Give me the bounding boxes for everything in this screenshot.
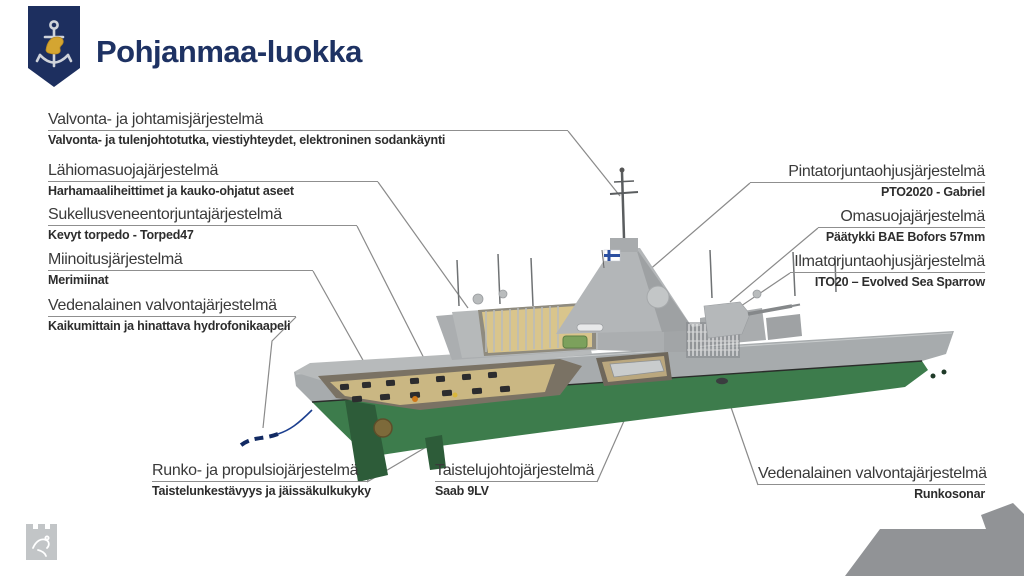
label-miinoitusjarjestelma: Miinoitusjärjestelmä Merimiinat: [48, 250, 313, 288]
rudder: [425, 435, 446, 470]
radome: [646, 285, 670, 309]
boat: [609, 359, 665, 378]
boat-bay-cutaway: [596, 352, 672, 386]
mine-deck-cutaway: [318, 359, 582, 410]
hull-sonar: [716, 377, 728, 385]
label-taistelujohtojarjestelma: Taistelujohtojärjestelmä Saab 9LV: [435, 461, 597, 499]
system-title: Vedenalainen valvontajärjestelmä: [758, 464, 987, 485]
label-pintatorjuntaohjusjarjestelma: Pintatorjuntaohjusjärjestelmä PTO2020 - …: [750, 162, 985, 200]
propeller: [373, 418, 393, 438]
towed-hydrophone-cable: [238, 409, 313, 448]
leader-pintatorjunta: [639, 182, 751, 279]
forward-arrow-banner: [845, 503, 1024, 576]
label-runko-ja-propulsiojarjestelma: Runko- ja propulsiojärjestelmä Taistelun…: [152, 461, 371, 499]
system-subtitle: Saab 9LV: [435, 484, 489, 498]
system-subtitle: ITO20 – Evolved Sea Sparrow: [814, 275, 985, 289]
system-title: Omasuojajärjestelmä: [818, 207, 985, 228]
mast-tower: [556, 167, 694, 334]
torpedo: [576, 323, 604, 332]
system-subtitle: Runkosonar: [914, 487, 985, 501]
system-subtitle: Valvonta- ja tulenjohtotutka, viestiyhte…: [48, 133, 446, 147]
label-omasuojajarjestelma: Omasuojajärjestelmä Päätykki BAE Bofors …: [818, 207, 985, 245]
leader-valvonta: [567, 130, 621, 197]
label-valvonta-johtamisjarjestelma: Valvonta- ja johtamisjärjestelmä Valvont…: [48, 110, 568, 148]
system-subtitle: Harhamaaliheittimet ja kauko-ohjatut ase…: [48, 184, 294, 198]
system-title: Valvonta- ja johtamisjärjestelmä: [48, 110, 568, 131]
leader-lahiomasuoja: [377, 181, 469, 309]
hull-lower-green: [312, 361, 928, 457]
system-title: Vedenalainen valvontajärjestelmä: [48, 296, 296, 317]
navy-pennant-anchor-icon: [28, 6, 80, 87]
system-title: Pintatorjuntaohjusjärjestelmä: [750, 162, 985, 183]
label-lahiomasuojajarjestelma: Lähiomasuojajärjestelmä Harhamaaliheitti…: [48, 161, 378, 199]
system-subtitle: Kaikumittain ja hinattava hydrofonikaape…: [48, 319, 291, 333]
system-title: Miinoitusjärjestelmä: [48, 250, 313, 271]
system-subtitle: Päätykki BAE Bofors 57mm: [825, 230, 985, 244]
system-title: Sukellusveneentorjuntajärjestelmä: [48, 205, 357, 226]
leader-omasuoja: [729, 227, 819, 303]
leader-sukellusveneentorjunta: [356, 225, 436, 381]
system-subtitle: PTO2020 - Gabriel: [880, 185, 985, 199]
gun-barrel: [747, 304, 793, 316]
ship-illustration: [238, 167, 954, 482]
defence-forces-crest-icon: [26, 524, 57, 560]
system-subtitle: Kevyt torpedo - Torped47: [48, 228, 194, 242]
system-title: Lähiomasuojajärjestelmä: [48, 161, 378, 182]
antenna-mast-pole: [620, 171, 626, 239]
label-ilmatorjuntaohjusjarjestelma: Ilmatorjuntaohjusjärjestelmä ITO20 – Evo…: [790, 252, 985, 290]
bow-port-mark: [941, 369, 947, 375]
sea-mines: [339, 371, 511, 403]
system-subtitle: Taistelunkestävyys ja jäissäkulkukyky: [152, 484, 371, 498]
green-tank: [562, 335, 588, 349]
label-vedenalainen-valvontajarjestelma-sonar: Vedenalainen valvontajärjestelmä Runkoso…: [758, 464, 987, 502]
leader-vedenalainen-kaapeli: [262, 316, 297, 429]
dome-antennas: [472, 289, 762, 305]
page-title: Pohjanmaa-luokka: [96, 34, 362, 69]
bow-gun-turret: [703, 301, 801, 339]
system-subtitle: Merimiinat: [48, 273, 109, 287]
bow-port-mark: [930, 373, 936, 379]
system-title: Runko- ja propulsiojärjestelmä: [152, 461, 367, 482]
label-vedenalainen-valvontajarjestelma-kaapeli: Vedenalainen valvontajärjestelmä Kaikumi…: [48, 296, 296, 334]
finnish-naval-ensign-flag: [601, 249, 621, 269]
forward-step: [766, 314, 802, 340]
system-title: Taistelujohtojärjestelmä: [435, 461, 597, 482]
system-title: Ilmatorjuntaohjusjärjestelmä: [790, 252, 985, 273]
label-sukellusveneentorjuntajarjestelma: Sukellusveneentorjuntajärjestelmä Kevyt …: [48, 205, 357, 243]
